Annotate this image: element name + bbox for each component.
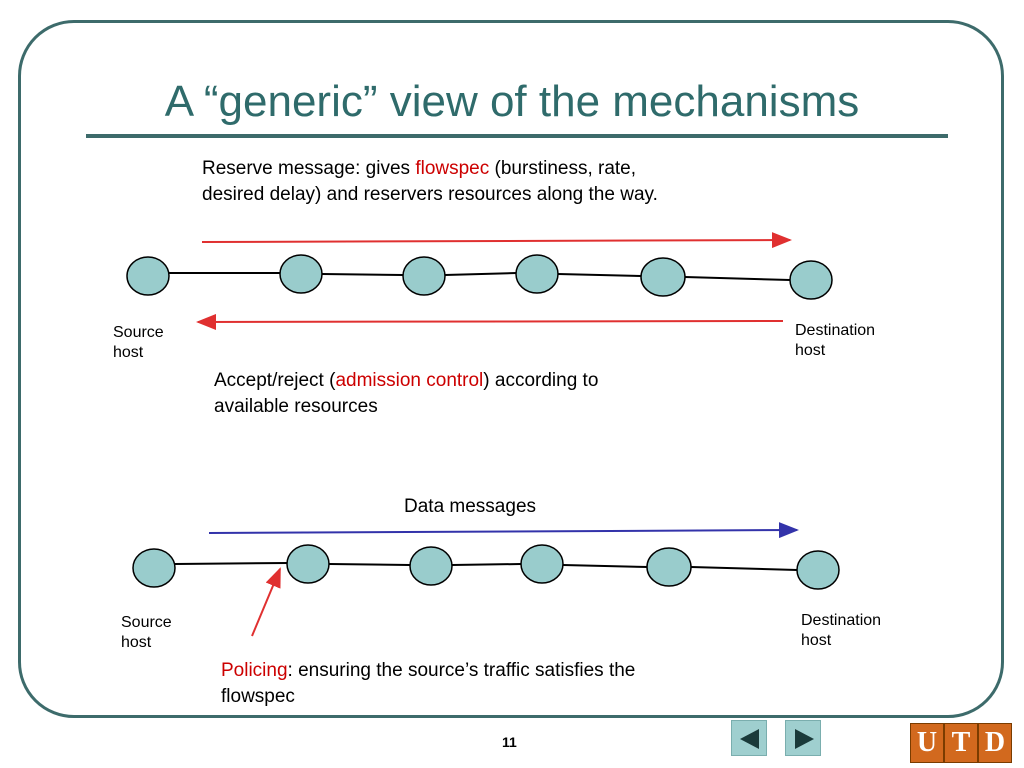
data-messages-label: Data messages: [404, 496, 537, 517]
data-messages-arrow: [208, 522, 799, 539]
bottom-router-node-4: [646, 547, 692, 587]
top-router-node-3: [515, 254, 559, 294]
top-dest-label-line1: Destination: [795, 322, 876, 339]
top-source-label-line1: Source: [113, 324, 164, 341]
top-router-node-1: [279, 254, 323, 294]
page-number: 11: [502, 734, 517, 750]
next-slide-button[interactable]: [785, 720, 821, 756]
logo-letter-d: D: [978, 723, 1012, 763]
bottom-source-label-line2: host: [121, 634, 152, 651]
accept-text-line2: available resources: [214, 396, 378, 417]
bottom-dest-label-line1: Destination: [801, 612, 882, 629]
bottom-source-label-line1: Source: [121, 614, 172, 631]
logo-letter-t: T: [944, 723, 978, 763]
reserve-message-text: Reserve message: gives flowspec (burstin…: [202, 156, 658, 208]
bottom-path-links: [174, 562, 798, 571]
bottom-router-node-1: [286, 544, 330, 584]
triangle-left-icon: [740, 729, 759, 749]
bottom-router-node-2: [409, 546, 453, 586]
policing-text-part1: : ensuring the source’s traffic satisfie…: [287, 660, 636, 681]
top-destination-node: [789, 260, 833, 300]
reserve-arrow: [201, 232, 792, 249]
bottom-destination-node: [796, 550, 840, 590]
top-source-label-line2: host: [113, 344, 144, 361]
accept-text-part2: ) according to: [483, 370, 599, 391]
top-path-links: [169, 272, 791, 281]
bottom-source-node: [132, 548, 176, 588]
accept-reject-arrow: [196, 313, 784, 330]
reserve-text-part1: Reserve message: gives: [202, 158, 416, 179]
policing-text-line2: flowspec: [221, 686, 295, 707]
policing-pointer-arrow: [251, 567, 281, 637]
slide-title: A “generic” view of the mechanisms: [164, 77, 860, 126]
top-destination-host-label: Destination host: [795, 321, 875, 361]
slide-frame: [18, 20, 1004, 718]
top-router-node-4: [640, 257, 686, 297]
top-router-node-2: [402, 256, 446, 296]
logo-letter-u: U: [910, 723, 944, 763]
accept-text-part1: Accept/reject (: [214, 370, 336, 391]
utd-logo: U T D: [910, 723, 1012, 763]
policing-highlight: Policing: [221, 660, 288, 681]
accept-reject-text: Accept/reject (admission control) accord…: [214, 368, 598, 420]
admission-control-highlight: admission control: [335, 370, 484, 391]
flowspec-highlight: flowspec: [415, 158, 490, 179]
bottom-source-host-label: Source host: [121, 613, 172, 653]
bottom-destination-host-label: Destination host: [801, 611, 881, 651]
triangle-right-icon: [795, 729, 814, 749]
title-rule: [86, 134, 948, 138]
bottom-router-node-3: [520, 544, 564, 584]
top-dest-label-line2: host: [795, 342, 826, 359]
top-source-host-label: Source host: [113, 323, 164, 363]
previous-slide-button[interactable]: [731, 720, 767, 756]
bottom-dest-label-line2: host: [801, 632, 832, 649]
top-source-node: [126, 256, 170, 296]
reserve-text-part2: (burstiness, rate,: [489, 158, 637, 179]
policing-text: Policing: ensuring the source’s traffic …: [221, 658, 635, 710]
reserve-text-line2: desired delay) and reservers resources a…: [202, 184, 658, 205]
